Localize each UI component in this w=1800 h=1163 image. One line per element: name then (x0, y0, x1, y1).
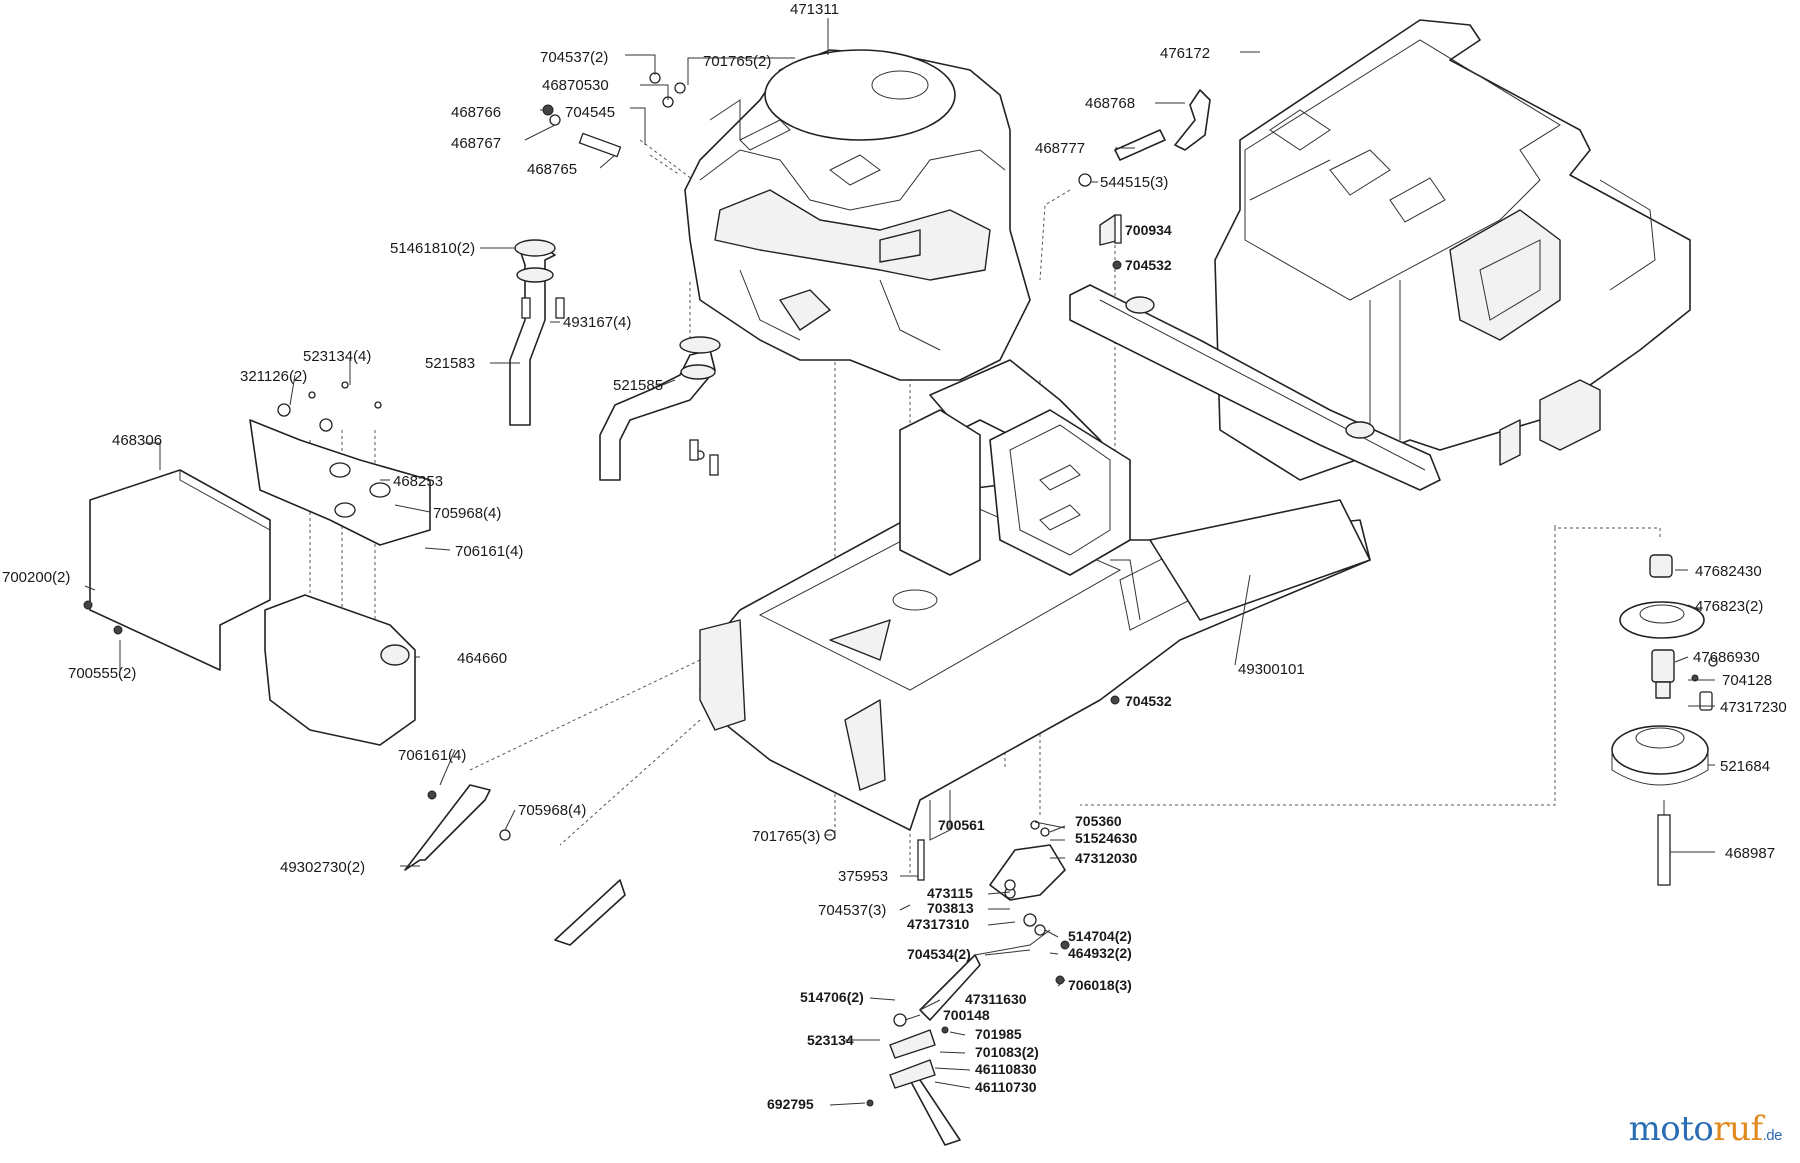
part-label: 375953 (838, 868, 888, 885)
part-label: 704532 (1125, 693, 1172, 709)
part-label: 692795 (767, 1096, 814, 1112)
part-label: 47312030 (1075, 850, 1138, 866)
leader-lines (84, 18, 1715, 1106)
pulley-stack (1611, 554, 1713, 886)
part-label: 523134 (807, 1032, 854, 1048)
part-label: 704128 (1722, 672, 1772, 689)
part-label: 321126(2) (240, 368, 307, 385)
part-label: 701083(2) (975, 1044, 1039, 1060)
part-label: 493167(4) (563, 314, 631, 331)
part-label: 521585 (613, 377, 663, 394)
hardware (83, 72, 1718, 1107)
part-label: 700200(2) (2, 569, 70, 586)
part-labels: 471311 704537(2) 701765(2) 46870530 4687… (2, 1, 1787, 1112)
part-label: 471311 (790, 1, 839, 18)
part-label: 468987 (1725, 845, 1775, 862)
part-label: 468765 (527, 161, 577, 178)
part-label: 706161(4) (455, 543, 523, 560)
part-label: 521583 (425, 355, 475, 372)
part-label: 46870530 (542, 77, 609, 94)
part-label: 705360 (1075, 813, 1122, 829)
part-label: 521684 (1720, 758, 1770, 775)
part-label: 476823(2) (1695, 598, 1763, 615)
logo-text-b: ruf (1713, 1109, 1763, 1149)
logo-suffix: .de (1762, 1127, 1783, 1144)
part-label: 706018(3) (1068, 977, 1132, 993)
engine (684, 49, 1031, 381)
exhaust-pipes (509, 239, 721, 481)
part-label: 523134(4) (303, 348, 371, 365)
part-label: 701985 (975, 1026, 1022, 1042)
part-label: 46110730 (975, 1079, 1037, 1095)
part-label: 468768 (1085, 95, 1135, 112)
side-rail (1069, 284, 1441, 491)
part-label: 704534(2) (907, 946, 971, 962)
part-label: 47317310 (907, 916, 970, 932)
part-label: 473115 (927, 885, 973, 901)
part-label: 514706(2) (800, 989, 864, 1005)
part-label: 47311630 (965, 991, 1027, 1007)
part-label: 700561 (938, 817, 985, 833)
part-label: 468306 (112, 432, 162, 449)
part-label: 700148 (943, 1007, 990, 1023)
rear-frame (1214, 19, 1691, 481)
part-label: 468253 (393, 473, 443, 490)
part-label: 704532 (1125, 257, 1172, 273)
part-label: 544515(3) (1100, 174, 1168, 191)
part-label: 700934 (1125, 222, 1172, 238)
part-label: 701765(2) (703, 53, 771, 70)
part-label: 51461810(2) (390, 240, 475, 257)
part-label: 47682430 (1695, 563, 1762, 580)
part-label: 464660 (457, 650, 507, 667)
part-label: 704545 (565, 104, 615, 121)
brand-logo: motoruf.de (1628, 1109, 1783, 1149)
part-label: 468777 (1035, 140, 1085, 157)
muffler-assembly (89, 419, 431, 746)
part-label: 703813 (927, 900, 974, 916)
seat-support (899, 359, 1131, 576)
part-label: 47317230 (1720, 699, 1787, 716)
logo-text-a: moto (1628, 1109, 1714, 1149)
part-label: 49302730(2) (280, 859, 365, 876)
part-label: 47686930 (1693, 649, 1760, 666)
part-label: 476172 (1160, 45, 1210, 62)
part-label: 46110830 (975, 1061, 1037, 1077)
part-label: 468767 (451, 135, 501, 152)
brackets (404, 89, 1211, 1146)
part-label: 704537(2) (540, 49, 608, 66)
main-frame (699, 484, 1371, 841)
part-label: 514704(2) (1068, 928, 1132, 944)
part-label: 464932(2) (1068, 945, 1132, 961)
part-label: 705968(4) (518, 802, 586, 819)
part-label: 704537(3) (818, 902, 886, 919)
part-label: 700555(2) (68, 665, 136, 682)
part-label: 49300101 (1238, 661, 1305, 678)
part-label: 705968(4) (433, 505, 501, 522)
part-label: 701765(3) (752, 828, 820, 845)
part-label: 468766 (451, 104, 501, 121)
part-label: 706161(4) (398, 747, 466, 764)
part-label: 51524630 (1075, 830, 1138, 846)
